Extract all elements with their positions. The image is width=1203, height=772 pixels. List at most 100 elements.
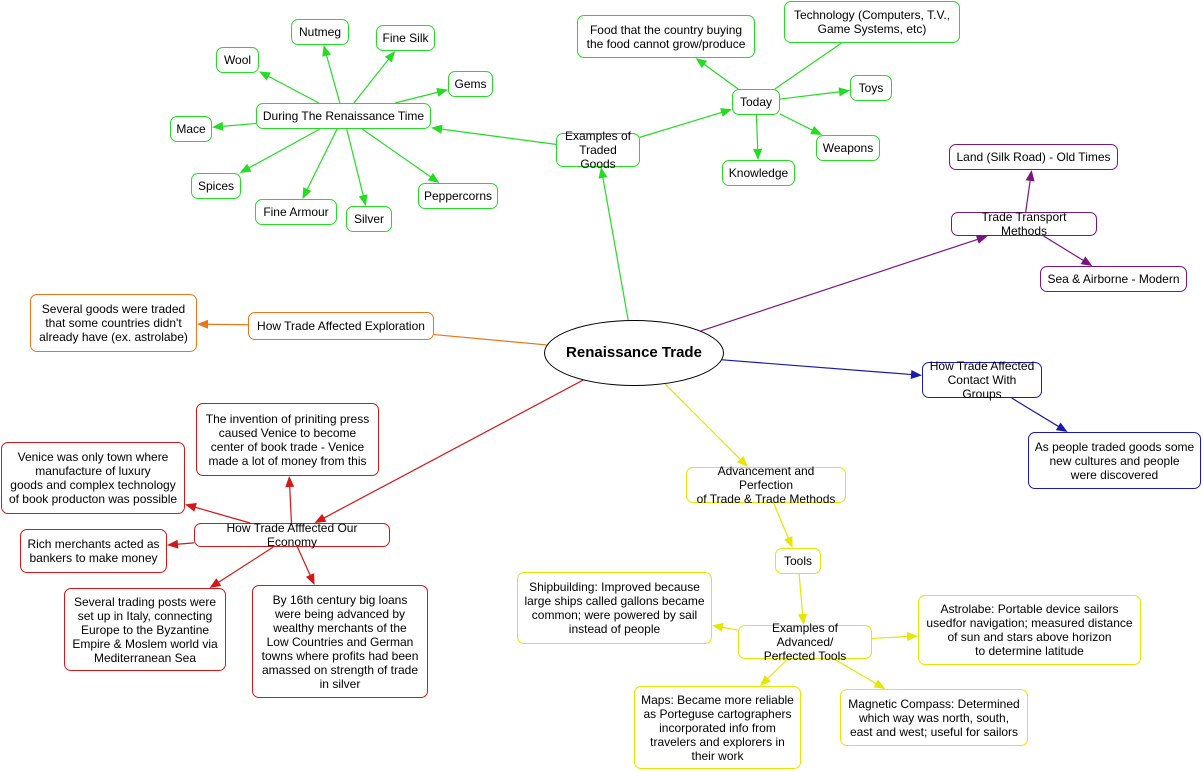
connector-center-to-economy (323, 379, 584, 519)
exploration-note-node[interactable]: Several goods were traded that some coun… (30, 294, 197, 352)
toys-node[interactable]: Toys (850, 75, 892, 101)
rich-merchants-bankers-node[interactable]: Rich merchants acted as bankers to make … (20, 529, 167, 573)
shipbuilding-node[interactable]: Shipbuilding: Improved because large shi… (517, 572, 712, 644)
connector-economy-to-posts (217, 546, 274, 584)
advanced-tools-node[interactable]: Examples of Advanced/ Perfected Tools (738, 621, 872, 663)
arrowhead-exploration-to-exploration_note (197, 319, 209, 329)
arrowhead-adv_tools-to-shipbuilding (712, 622, 724, 632)
astrolabe-node[interactable]: Astrolabe: Portable device sailors usedf… (918, 595, 1141, 665)
examples-of-traded-goods-node[interactable]: Examples of Traded Goods (556, 129, 640, 171)
arrowhead-center-to-examples (598, 167, 608, 179)
connector-renaissance_time-to-nutmeg (325, 54, 341, 104)
fine-armour-node[interactable]: Fine Armour (255, 199, 337, 225)
arrowhead-renaissance_time-to-wool (259, 71, 271, 81)
connector-renaissance_time-to-gems (394, 91, 439, 104)
arrowhead-economy-to-venice (185, 503, 197, 512)
trade-affected-exploration-node[interactable]: How Trade Affected Exploration (248, 312, 434, 340)
arrowhead-renaissance_time-to-mace (212, 121, 224, 131)
arrowhead-center-to-transport (975, 235, 988, 244)
connector-renaissance_time-to-peppercorns (361, 128, 432, 178)
trading-posts-node[interactable]: Several trading posts were set up in Ita… (64, 588, 226, 671)
connector-renaissance_time-to-mace (221, 122, 257, 127)
arrowhead-renaissance_time-to-spices (239, 163, 252, 173)
during-renaissance-time-node[interactable]: During The Renaissance Time (256, 103, 431, 129)
big-loans-node[interactable]: By 16th century big loans were being adv… (252, 585, 428, 698)
arrowhead-transport-to-sea_air (1080, 256, 1093, 266)
arrowhead-center-to-economy (314, 513, 327, 523)
advancement-perfection-node[interactable]: Advancement and Perfection of Trade & Tr… (686, 464, 846, 506)
connector-renaissance_time-to-silver (346, 128, 364, 197)
weapons-node[interactable]: Weapons (816, 135, 880, 161)
connector-center-to-exploration (433, 333, 547, 346)
arrowhead-economy-to-loans (305, 573, 315, 585)
connector-renaissance_time-to-spices (248, 128, 321, 169)
arrowhead-economy-to-posts (209, 578, 222, 588)
peppercorns-node[interactable]: Peppercorns (418, 183, 498, 209)
arrowhead-renaissance_time-to-gems (436, 87, 448, 97)
arrowhead-today-to-weapons (810, 126, 822, 135)
gems-node[interactable]: Gems (448, 71, 493, 97)
silver-node[interactable]: Silver (346, 206, 392, 232)
venice-node[interactable]: Venice was only town where manufacture o… (1, 442, 185, 514)
maps-node[interactable]: Maps: Became more reliable as Porteguse … (634, 686, 801, 769)
central-topic-node[interactable]: Renaissance Trade (544, 320, 724, 386)
connector-economy-to-bankers (176, 542, 195, 545)
printing-press-node[interactable]: The invention of priniting press caused … (196, 403, 379, 476)
arrowhead-transport-to-land (1025, 170, 1035, 182)
connector-examples-to-today (639, 111, 723, 138)
connector-center-to-advancement (664, 383, 742, 461)
connector-transport-to-land (1025, 179, 1031, 213)
connector-today-to-technology (774, 42, 842, 90)
arrowhead-economy-to-bankers (167, 539, 179, 549)
mace-node[interactable]: Mace (170, 116, 212, 142)
connector-renaissance_time-to-fine_armour (306, 128, 338, 191)
connector-today-to-weapons (779, 113, 814, 132)
connector-adv_tools-to-maps (766, 658, 789, 680)
connector-adv_tools-to-shipbuilding (721, 626, 739, 631)
sea-airborne-node[interactable]: Sea & Airborne - Modern (1040, 266, 1187, 292)
contact-note-node[interactable]: As people traded goods some new cultures… (1028, 432, 1201, 489)
technology-node[interactable]: Technology (Computers, T.V., Game System… (784, 1, 960, 43)
tools-node[interactable]: Tools (775, 548, 821, 574)
arrowhead-center-to-advancement (737, 456, 748, 467)
connector-exploration-to-exploration_note (206, 323, 249, 326)
arrowhead-advancement-to-tools (784, 536, 793, 548)
arrowhead-adv_tools-to-maps (759, 675, 771, 686)
connector-center-to-transport (700, 238, 979, 332)
arrowhead-today-to-toys (838, 87, 850, 97)
arrowhead-examples-to-today (720, 108, 732, 117)
knowledge-node[interactable]: Knowledge (722, 160, 795, 186)
connector-economy-to-printing (289, 485, 293, 524)
trade-affected-economy-node[interactable]: How Trade Afffected Our Economy (194, 521, 390, 549)
arrowhead-tools-to-adv_tools (798, 613, 808, 625)
arrowhead-renaissance_time-to-fine_armour (302, 187, 312, 199)
connector-center-to-examples (602, 176, 629, 321)
nutmeg-node[interactable]: Nutmeg (291, 19, 349, 45)
trade-transport-methods-node[interactable]: Trade Transport Methods (951, 210, 1097, 238)
connector-center-to-contact (722, 359, 913, 376)
food-node[interactable]: Food that the country buying the food ca… (577, 15, 755, 58)
arrowhead-economy-to-printing (285, 476, 295, 488)
connector-adv_tools-to-compass (833, 658, 877, 685)
connector-advancement-to-tools (773, 502, 790, 540)
arrowhead-renaissance_time-to-peppercorns (427, 173, 440, 183)
fine-silk-node[interactable]: Fine Silk (376, 25, 435, 51)
spices-node[interactable]: Spices (191, 173, 241, 199)
magnetic-compass-node[interactable]: Magnetic Compass: Determined which way w… (840, 689, 1028, 746)
arrowhead-renaissance_time-to-nutmeg (322, 45, 331, 57)
connector-tools-to-adv_tools (798, 573, 804, 616)
connector-renaissance_time-to-fine_silk (353, 58, 390, 104)
trade-affected-contact-node[interactable]: How Trade Affected Contact With Groups (922, 359, 1042, 401)
land-silk-road-node[interactable]: Land (Silk Road) - Old Times (949, 144, 1118, 170)
wool-node[interactable]: Wool (216, 47, 259, 73)
connector-today-to-knowledge (755, 114, 759, 151)
connector-examples-to-renaissance_time (440, 128, 557, 145)
arrowhead-examples-to-renaissance_time (431, 124, 443, 134)
connector-transport-to-sea_air (1043, 235, 1085, 262)
today-node[interactable]: Today (732, 89, 780, 115)
arrowhead-today-to-knowledge (753, 148, 763, 160)
arrowhead-renaissance_time-to-silver (358, 194, 368, 206)
arrowhead-adv_tools-to-astrolabe (906, 632, 918, 642)
